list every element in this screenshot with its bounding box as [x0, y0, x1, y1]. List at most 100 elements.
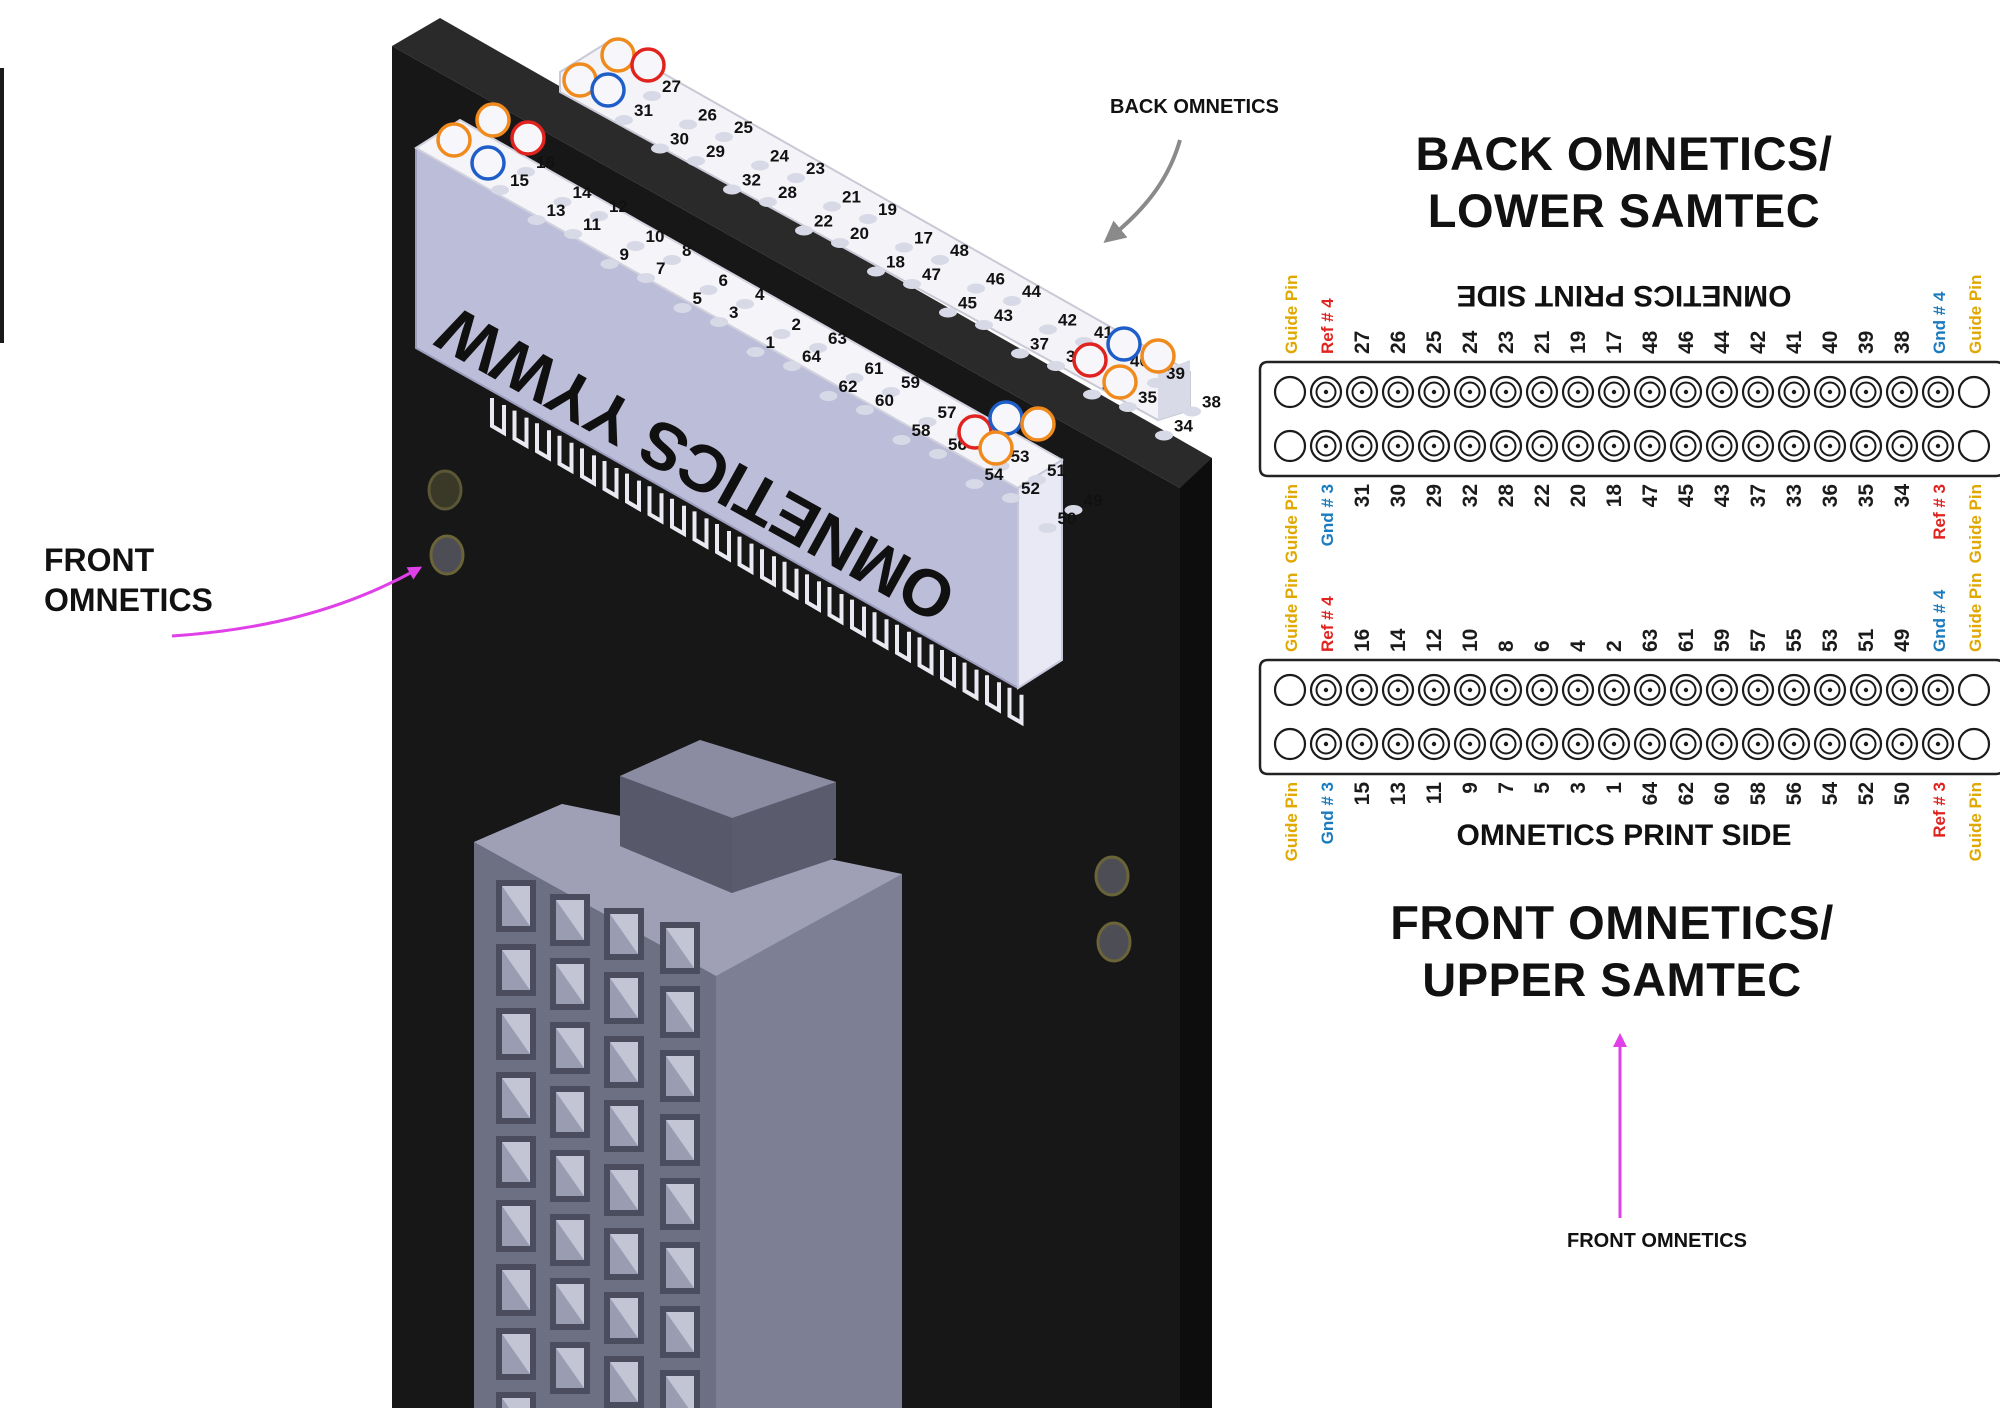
contact-pad [1669, 375, 1703, 409]
contact-pad [1813, 673, 1847, 707]
highlight-ring [600, 37, 636, 73]
pin-hole [643, 91, 661, 101]
back-bottom-pin-number: 45 [1675, 484, 1698, 508]
contact-pad [1309, 429, 1343, 463]
pin-hole [918, 417, 937, 427]
contact-pad [1561, 375, 1595, 409]
samtec-contact [496, 1200, 536, 1252]
back-bottom-pin-number: 29 [1423, 484, 1446, 507]
pin-hole [845, 373, 864, 383]
contact-pad [1849, 727, 1883, 761]
connector-pin-number: 15 [510, 171, 529, 190]
back-title-line1: BACK OMNETICS/ [1415, 127, 1833, 180]
back-top-pin-number: 48 [1639, 330, 1662, 354]
contact-pad [1597, 727, 1631, 761]
connector-pin-number: 43 [994, 306, 1013, 325]
front-bottom-pin-number: 15 [1351, 782, 1374, 806]
back-bottom-ref3-label: Ref # 3 [1930, 484, 1949, 540]
contact-pad [1813, 727, 1847, 761]
front-omnetics-bottom-callout: FRONT OMNETICS [1567, 1230, 1747, 1252]
connector-pin-number: 8 [682, 241, 691, 260]
front-bottom-pin-number: 7 [1495, 782, 1518, 794]
front-bottom-guide-pin-label: Guide Pin [1282, 782, 1301, 861]
back-top-pin-number: 25 [1423, 330, 1446, 354]
connector-pin-number: 38 [1202, 393, 1221, 412]
pin-hole [651, 143, 669, 154]
samtec-contact [496, 1072, 536, 1124]
print-side-label-bottom: OMNETICS PRINT SIDE [1456, 819, 1792, 852]
pin-tooth [782, 561, 799, 601]
connector-pin-number: 22 [814, 212, 833, 231]
guide-pin-hole [1957, 375, 1991, 409]
mounting-hole [427, 469, 463, 511]
samtec-contact [660, 1050, 700, 1102]
back-bottom-pin-number: 36 [1819, 484, 1842, 507]
connector-pin-number: 35 [1138, 388, 1157, 407]
connector-pin-number: 53 [1011, 447, 1030, 466]
samtec-contact [604, 1164, 644, 1216]
pin-hole [882, 387, 900, 397]
back-top-guide-pin-label: Guide Pin [1282, 275, 1301, 354]
connector-pin-number: 10 [646, 227, 665, 246]
print-side-label-top: OMNETICS PRINT SIDE [1456, 279, 1792, 312]
front-top-pin-number: 59 [1711, 629, 1734, 652]
connector-highlight-rings [436, 37, 1176, 466]
pin-hole [1147, 378, 1165, 388]
connector-pin-number: 2 [792, 315, 801, 334]
back-top-pin-number: 19 [1567, 331, 1590, 354]
front-top-pin-number: 2 [1603, 640, 1626, 652]
contact-pad [1705, 429, 1739, 463]
pin-hole [746, 347, 765, 357]
connector-pin-number: 49 [1084, 491, 1103, 510]
samtec-contact [660, 986, 700, 1038]
front-bottom-pin-number: 5 [1531, 782, 1554, 794]
pin-hole [787, 173, 805, 183]
connector-pin-number: 46 [986, 270, 1005, 289]
pin-hole [710, 317, 728, 327]
contact-pad [1777, 375, 1811, 409]
contact-pad [1381, 429, 1415, 463]
pin-hole [736, 299, 754, 309]
front-top-pin-number: 14 [1387, 628, 1410, 652]
connector-pin-numbers: 2726252423211917484644424140393831302932… [491, 77, 1221, 533]
contact-pad [1885, 673, 1919, 707]
pin-tooth [490, 398, 506, 437]
highlight-ring [1106, 326, 1142, 362]
back-top-pin-number: 21 [1531, 330, 1554, 354]
pin-hole [564, 229, 582, 239]
samtec-contact [660, 1242, 700, 1294]
pin-tooth [1007, 687, 1024, 727]
connector-pin-number: 6 [719, 271, 728, 290]
front-top-pin-number: 63 [1639, 629, 1662, 652]
connector-pin-number: 30 [670, 130, 689, 149]
samtec-contact [550, 1022, 590, 1074]
contact-pad [1921, 429, 1955, 463]
samtec-contact-grid [496, 880, 700, 1408]
pin-hole [637, 273, 655, 283]
back-bottom-pin-number: 37 [1747, 484, 1770, 507]
connector-pin-number: 62 [839, 377, 858, 396]
contact-pad [1921, 673, 1955, 707]
guide-pin-hole [1273, 375, 1307, 409]
connector-pin-number: 42 [1058, 311, 1077, 330]
front-bottom-pin-number: 1 [1603, 782, 1626, 794]
connector-pin-number: 27 [662, 77, 681, 96]
contact-pad [1309, 375, 1343, 409]
pin-tooth [535, 423, 551, 462]
samtec-contact [604, 1036, 644, 1088]
contact-pad [1525, 727, 1559, 761]
gray-arrow [1103, 139, 1182, 243]
front-bottom-pin-number: 3 [1567, 782, 1590, 794]
front-title-line2: UPPER SAMTEC [1422, 953, 1802, 1006]
pin-hole [772, 329, 791, 339]
contact-pad [1453, 429, 1487, 463]
back-bottom-pin-number: 28 [1495, 484, 1518, 508]
pin-tooth [557, 435, 574, 475]
highlight-ring [978, 430, 1014, 466]
connector-pin-number: 9 [620, 245, 629, 264]
contact-pad [1813, 429, 1847, 463]
pin-hole [491, 185, 509, 195]
samtec-contact [604, 1100, 644, 1152]
